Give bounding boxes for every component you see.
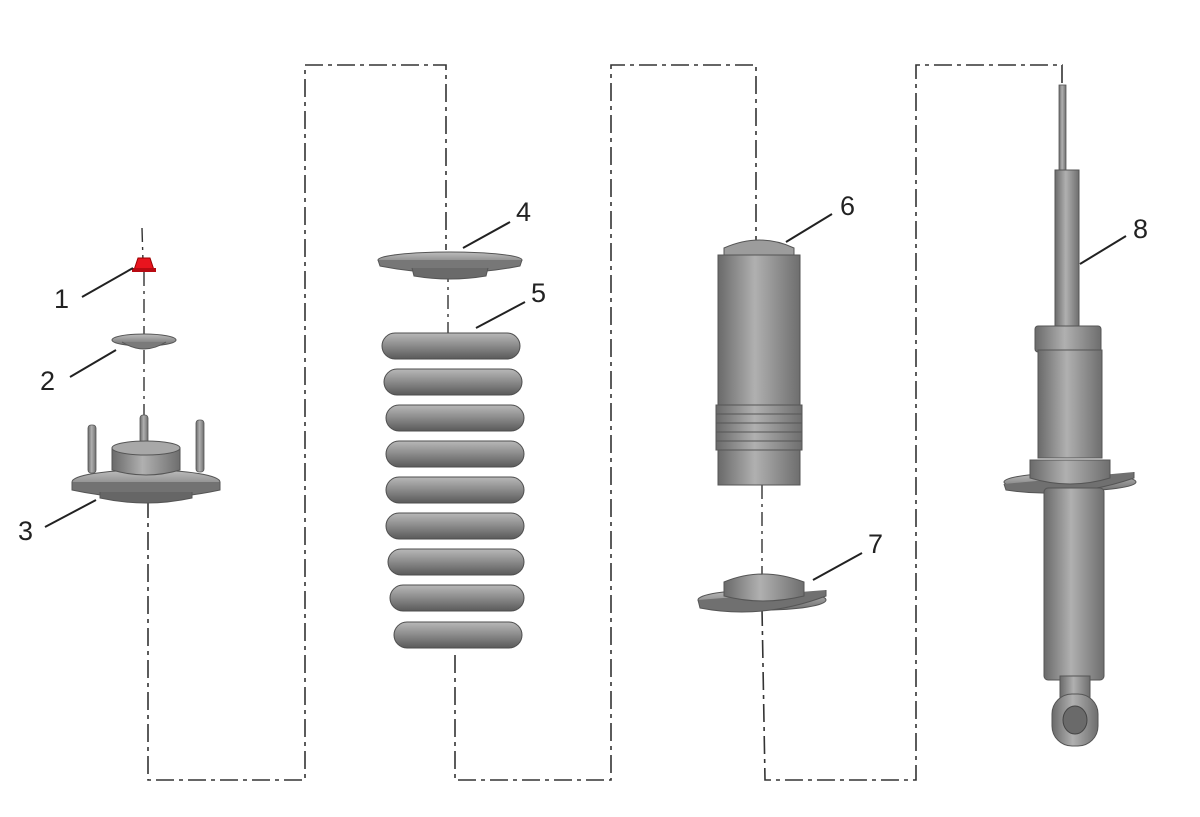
part-2-washer xyxy=(111,333,177,350)
callout-5: 5 xyxy=(531,278,546,308)
part-8-shock-absorber xyxy=(1003,84,1137,747)
callout-6: 6 xyxy=(840,191,855,221)
part-7-lower-insulator xyxy=(697,573,827,613)
part-1-nut xyxy=(132,257,156,272)
callout-7: 7 xyxy=(868,529,883,559)
callout-8: 8 xyxy=(1133,214,1148,244)
callout-1: 1 xyxy=(54,284,69,314)
part-3-upper-mount xyxy=(71,414,221,504)
part-5-coil-spring xyxy=(381,332,525,649)
leader-lines xyxy=(44,213,1127,581)
callout-4: 4 xyxy=(516,197,531,227)
callout-3: 3 xyxy=(18,516,33,546)
part-4-spring-seat xyxy=(377,251,523,280)
callout-labels: 1 2 3 4 5 6 7 8 xyxy=(18,191,1148,559)
callout-2: 2 xyxy=(40,366,55,396)
part-6-dust-boot xyxy=(715,239,803,486)
assembly-path-lines xyxy=(141,64,1063,781)
